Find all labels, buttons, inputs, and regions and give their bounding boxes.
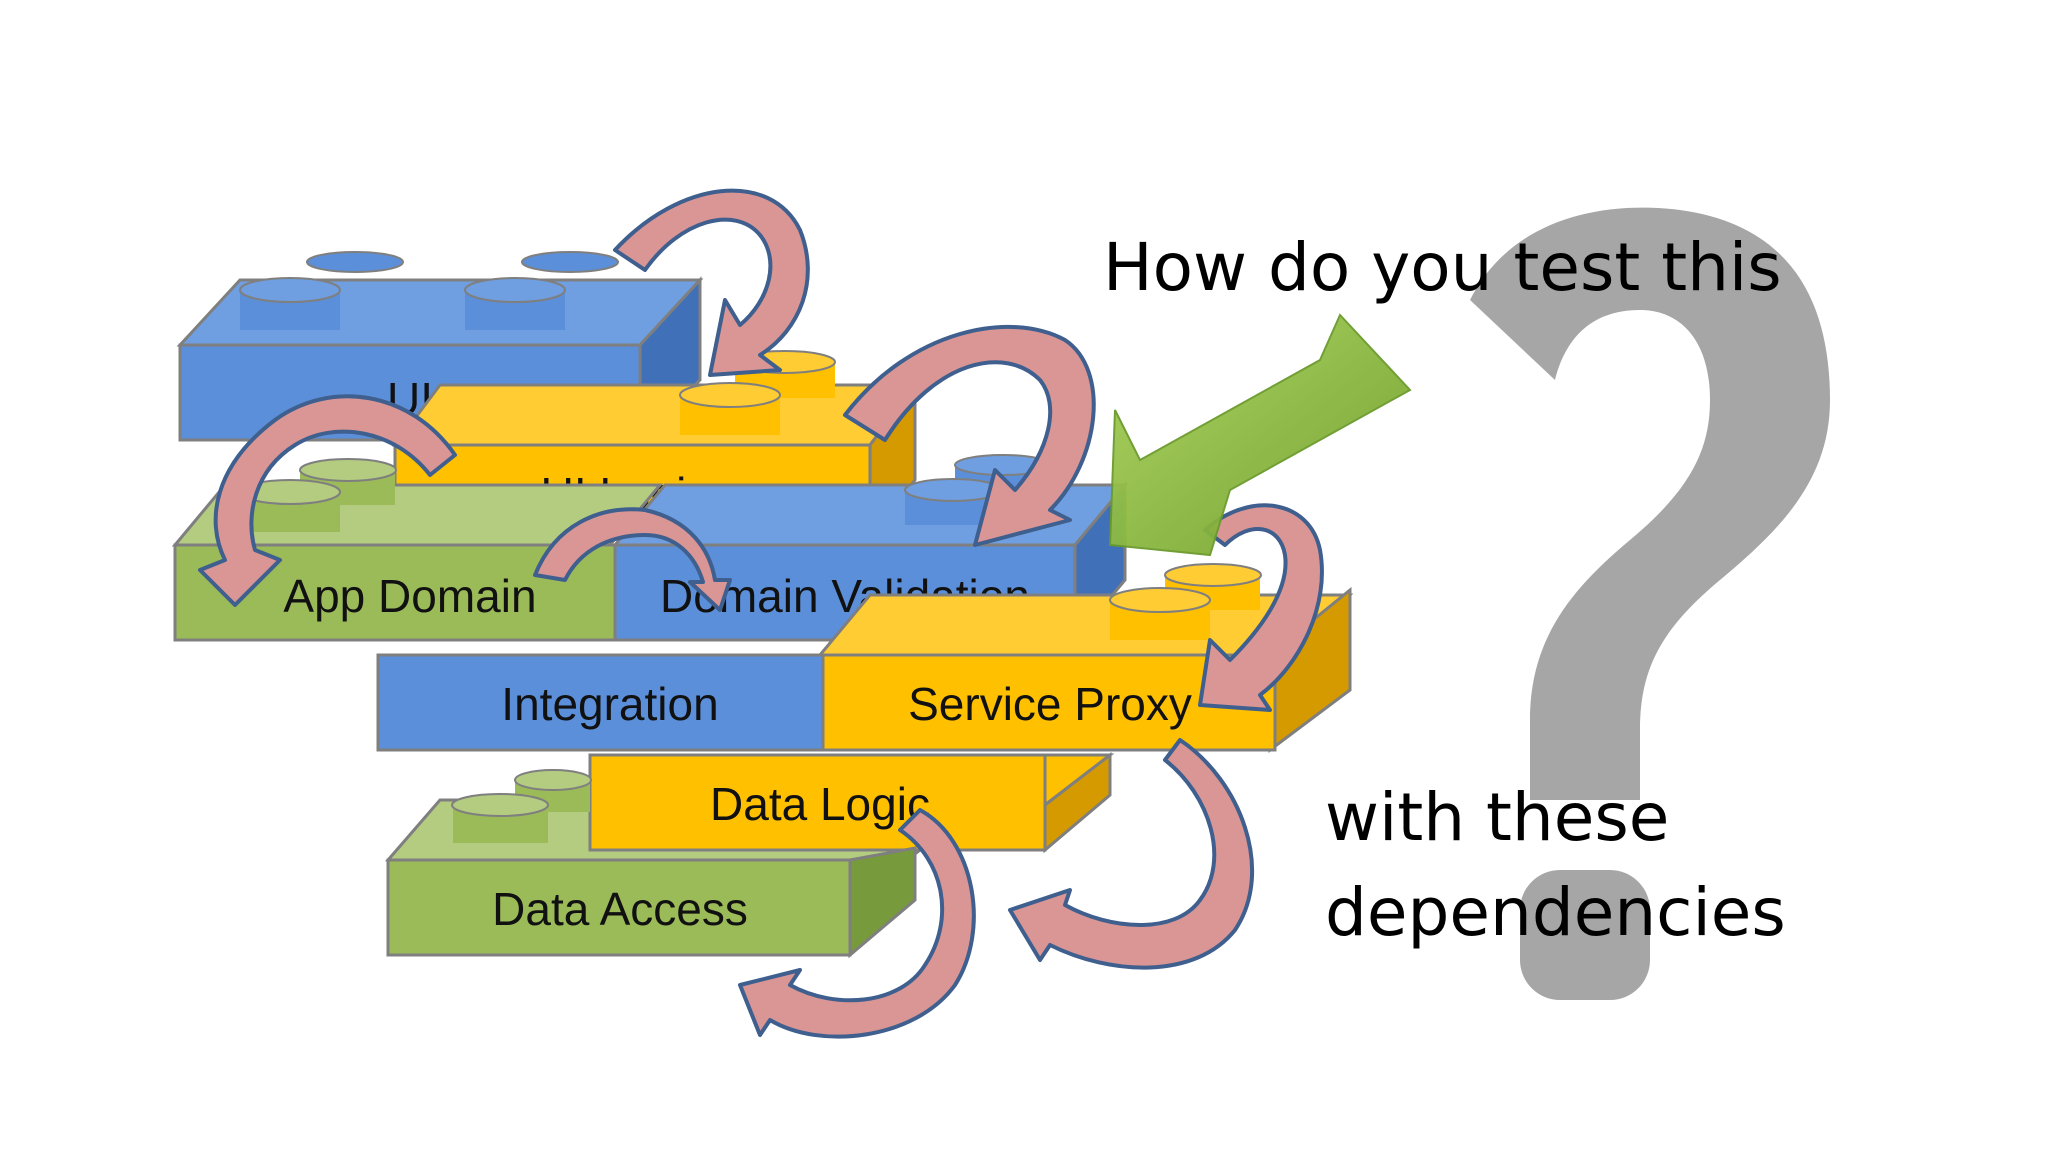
brick-integration-label: Integration bbox=[501, 678, 718, 730]
brick-data-access: Data Access bbox=[384, 769, 925, 959]
curved-dependency-arrow-icon bbox=[738, 808, 976, 1039]
green-pointer-arrow-icon bbox=[1108, 313, 1412, 557]
question-line-3: dependencies bbox=[1325, 874, 1786, 951]
brick-integration: Integration bbox=[376, 653, 825, 752]
question-mark-icon bbox=[1470, 207, 1830, 1000]
curved-dependency-arrow-icon bbox=[613, 188, 810, 377]
curved-dependency-arrow-icon bbox=[1008, 738, 1255, 970]
question-line-2: with these bbox=[1325, 779, 1669, 856]
brick-service-proxy: Service Proxy bbox=[816, 563, 1354, 753]
curved-dependency-arrow-icon bbox=[843, 324, 1096, 547]
dependency-arrows bbox=[198, 188, 1324, 1039]
brick-data-logic-label: Data Logic bbox=[710, 778, 930, 830]
brick-data-access-label: Data Access bbox=[492, 883, 748, 935]
brick-service-proxy-label: Service Proxy bbox=[908, 678, 1192, 730]
curved-dependency-arrow-icon bbox=[1198, 503, 1324, 712]
brick-data-logic: Data Logic bbox=[588, 751, 1115, 854]
brick-app-domain-label: App Domain bbox=[283, 570, 536, 622]
question-line-1: How do you test this bbox=[1103, 229, 1782, 306]
curved-dependency-arrow-icon bbox=[198, 394, 457, 607]
curved-dependency-arrow-icon bbox=[533, 507, 732, 612]
